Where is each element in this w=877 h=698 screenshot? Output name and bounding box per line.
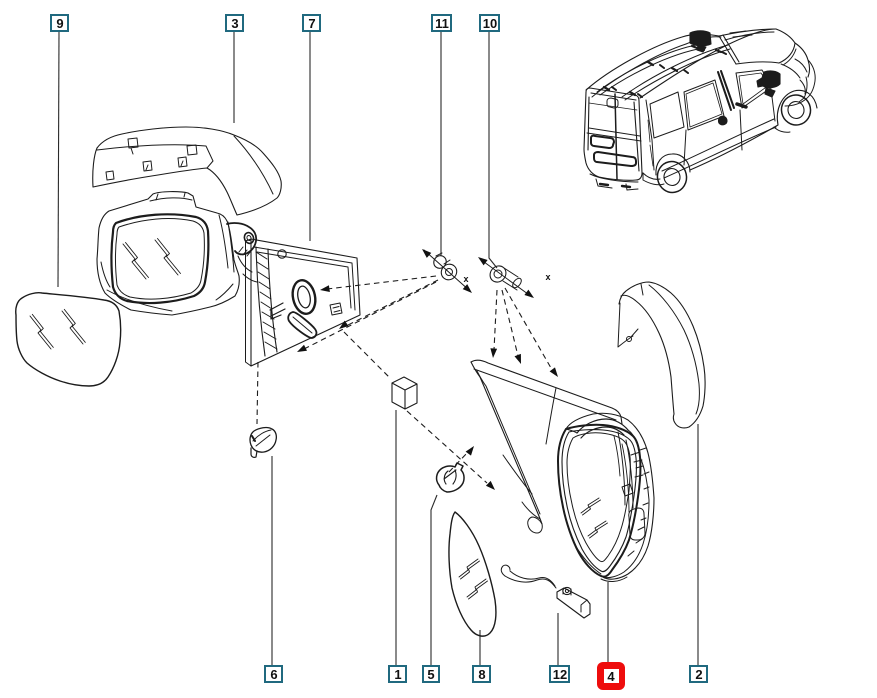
svg-text:3: 3 xyxy=(231,16,238,31)
svg-text:5: 5 xyxy=(427,667,434,682)
svg-text:12: 12 xyxy=(553,667,567,682)
svg-text:7: 7 xyxy=(308,16,315,31)
svg-text:1: 1 xyxy=(394,667,401,682)
svg-text:9: 9 xyxy=(56,16,63,31)
svg-text:x: x xyxy=(545,272,550,282)
svg-text:4: 4 xyxy=(607,669,615,684)
svg-text:10: 10 xyxy=(483,16,497,31)
svg-text:11: 11 xyxy=(435,16,449,31)
svg-text:x: x xyxy=(463,274,468,284)
svg-text:8: 8 xyxy=(478,667,485,682)
svg-text:2: 2 xyxy=(695,667,702,682)
svg-text:6: 6 xyxy=(270,667,277,682)
